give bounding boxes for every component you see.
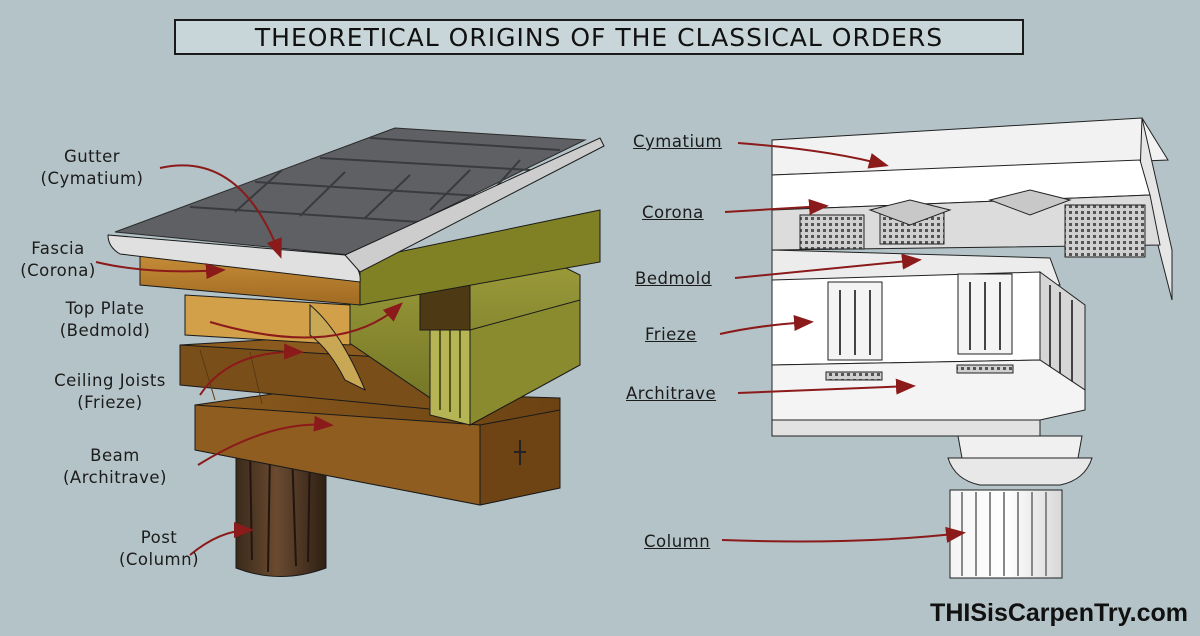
title-box: THEORETICAL ORIGINS OF THE CLASSICAL ORD… (174, 19, 1024, 55)
arrow-column (721, 526, 966, 543)
diagram-title: THEORETICAL ORIGINS OF THE CLASSICAL ORD… (254, 22, 944, 52)
left-arrows (95, 164, 403, 556)
arrow-cymatium (737, 142, 889, 169)
brand-watermark: THISisCarpenTry.com (930, 599, 1188, 627)
timber-frame-drawing (107, 127, 605, 577)
label-beam: Beam (Architrave) (63, 446, 167, 487)
arrow-beam (197, 415, 334, 466)
arrow-architrave (737, 378, 916, 395)
label-bedmold: Bedmold (635, 269, 712, 288)
label-corona: Corona (642, 203, 704, 222)
label-post: Post (Column) (118, 528, 200, 569)
label-ceiling-joists: Ceiling Joists (Frieze) (54, 371, 166, 412)
label-cymatium: Cymatium (633, 132, 723, 151)
label-frieze: Frieze (645, 325, 697, 344)
arrow-gutter (159, 164, 282, 259)
arrow-fascia (95, 261, 226, 280)
arrow-ceiling-joists (199, 343, 304, 396)
arrow-corona (724, 198, 829, 215)
arrow-post (189, 522, 254, 556)
arrow-top-plate (209, 302, 403, 339)
label-architrave: Architrave (626, 384, 717, 403)
right-arrows (719, 142, 966, 543)
label-fascia: Fascia (Corona) (20, 239, 96, 280)
arrow-frieze (719, 314, 814, 335)
label-top-plate: Top Plate (Bedmold) (59, 299, 151, 340)
arrow-bedmold (734, 253, 922, 279)
label-gutter: Gutter (Cymatium) (40, 147, 144, 188)
classical-entablature-drawing (771, 117, 1173, 579)
label-column: Column (644, 532, 711, 551)
